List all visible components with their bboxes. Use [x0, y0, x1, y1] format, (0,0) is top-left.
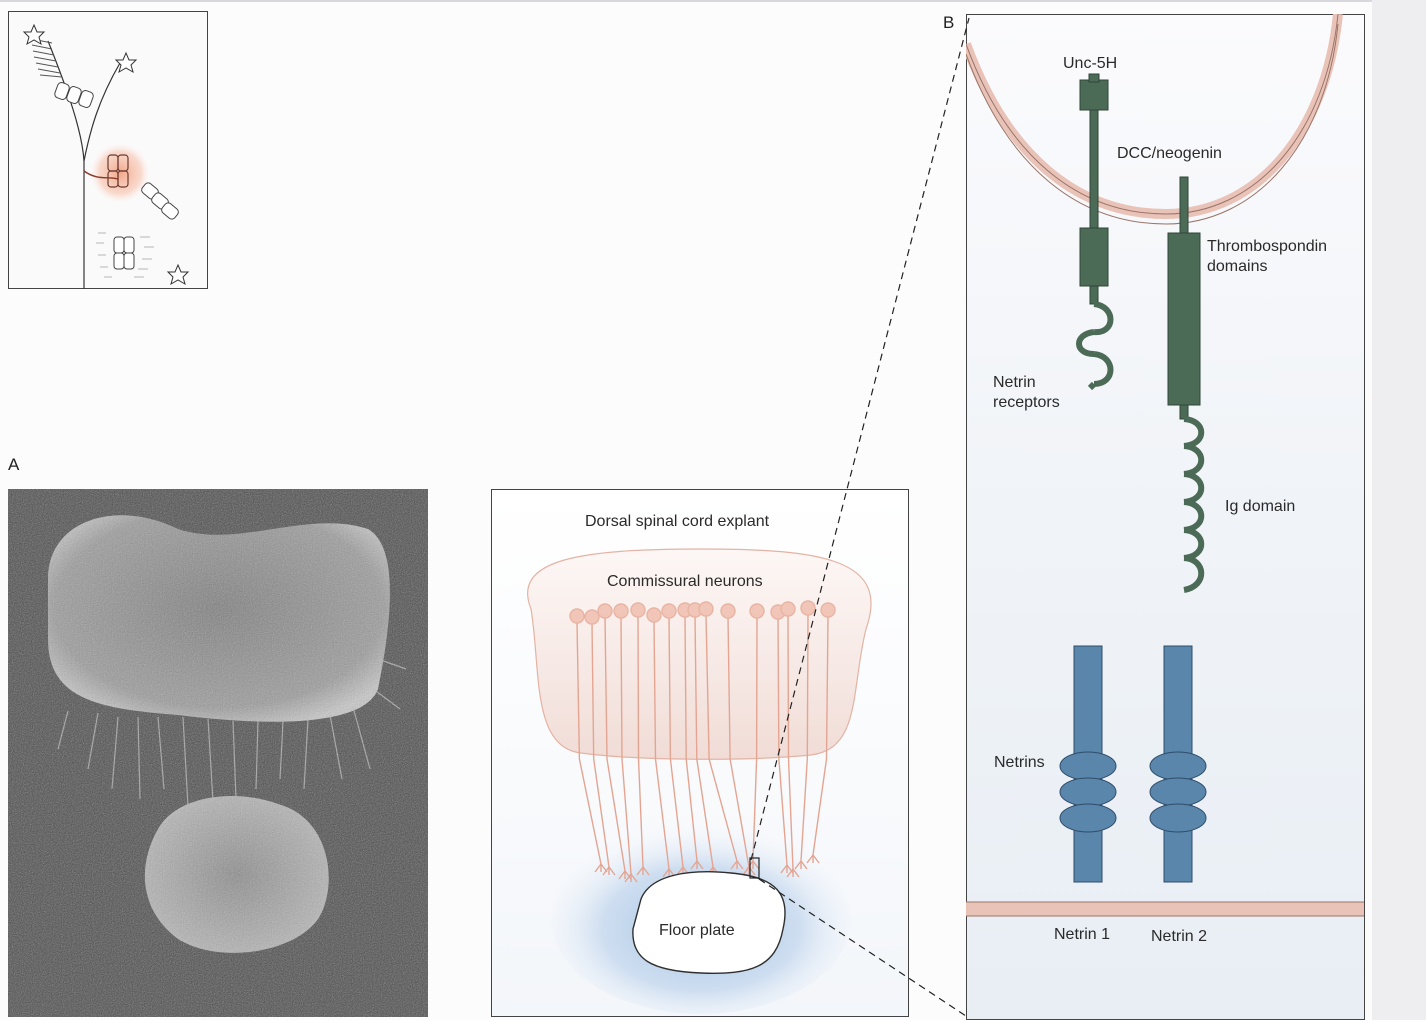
neuron-soma: [662, 604, 676, 618]
receptor-panel: [966, 14, 1371, 1020]
dcc-label: DCC/neogenin: [1117, 144, 1222, 164]
panel-a-letter: A: [8, 455, 19, 475]
commissural-neurons-label: Commissural neurons: [607, 572, 763, 592]
unc5h-label: Unc-5H: [1063, 54, 1117, 74]
neuron-soma: [631, 603, 645, 617]
neuron-soma: [821, 603, 835, 617]
neuron-soma: [585, 610, 599, 624]
neuron-soma: [614, 604, 628, 618]
netrin2-label: Netrin 2: [1151, 927, 1207, 947]
netrins-label: Netrins: [994, 753, 1045, 773]
panel-b-letter: B: [943, 13, 954, 33]
neuron-soma: [699, 602, 713, 616]
floor-plate-label: Floor plate: [659, 921, 735, 941]
neuron-soma: [647, 608, 661, 622]
inset-schematic: [8, 11, 208, 289]
neuron-soma: [598, 604, 612, 618]
explant-photograph: [8, 489, 428, 1017]
neuron-soma: [570, 609, 584, 623]
ig-domain-label: Ig domain: [1225, 497, 1295, 517]
neuron-soma: [801, 601, 815, 615]
explant-title: Dorsal spinal cord explant: [585, 512, 769, 532]
neuron-soma: [721, 604, 735, 618]
neuron-soma: [781, 602, 795, 616]
right-margin-strip: [1372, 0, 1426, 1020]
neuron-soma: [750, 604, 764, 618]
netrin1-label: Netrin 1: [1054, 925, 1110, 945]
top-border: [0, 0, 1426, 2]
